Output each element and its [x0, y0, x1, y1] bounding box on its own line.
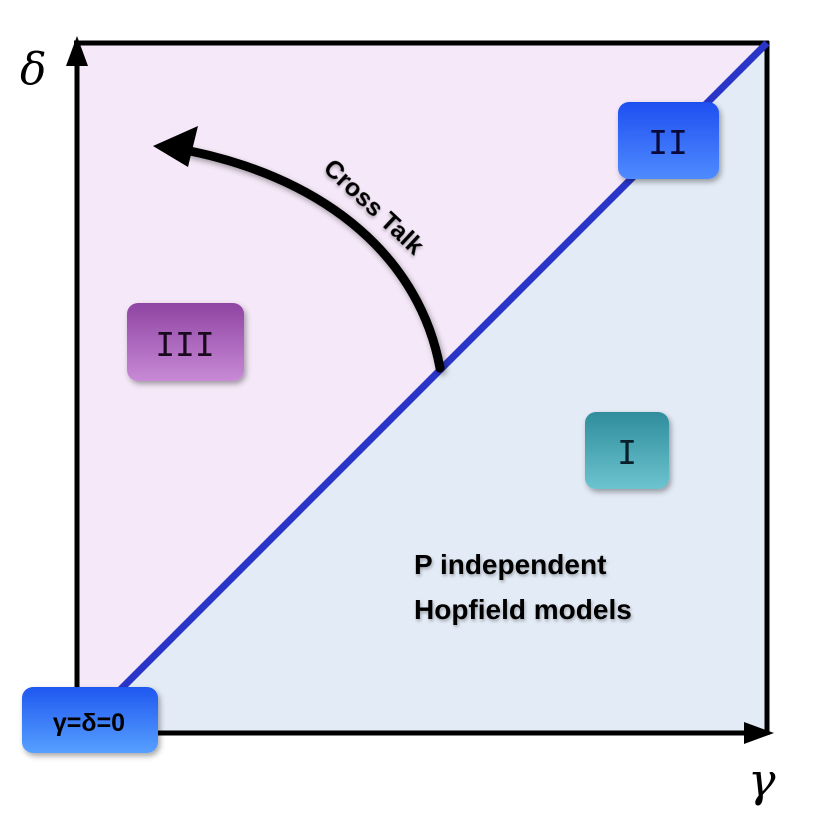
cross-talk-arrowhead — [153, 126, 198, 167]
x-axis-symbol: γ — [748, 753, 776, 807]
region-two-badge — [618, 102, 719, 179]
region-one-badge — [585, 412, 669, 489]
y-axis-symbol: δ — [20, 44, 47, 95]
description-line-1: P independent — [414, 549, 606, 580]
region-two-label: II — [648, 123, 688, 162]
y-axis-arrowhead — [66, 36, 88, 66]
description-line-2: Hopfield models — [414, 594, 632, 625]
region-three-badge — [127, 303, 244, 381]
origin-label: γ=δ=0 — [53, 709, 125, 737]
origin-badge — [22, 687, 158, 753]
region-one-label: I — [617, 433, 637, 472]
region-three-label: III — [155, 325, 215, 364]
cross-talk-arrow — [185, 146, 445, 373]
x-axis-arrowhead — [744, 722, 774, 744]
